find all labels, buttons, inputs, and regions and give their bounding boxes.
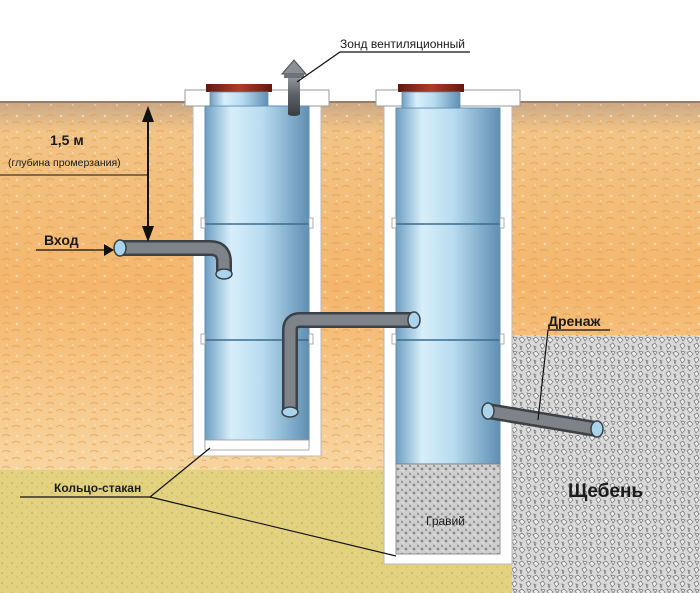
- leader-lines: [20, 51, 610, 557]
- inlet-label: Вход: [44, 232, 79, 248]
- crushed-stone-zone: [512, 335, 700, 593]
- soil-layer: [0, 101, 700, 470]
- depth-note-label: (глубина промерзания): [8, 157, 121, 169]
- hatch-lid-right: [398, 84, 464, 92]
- depth-value-label: 1,5 м: [50, 132, 84, 148]
- filter-well: [375, 84, 521, 565]
- settling-well: [184, 84, 330, 457]
- gravel-bed: [395, 463, 501, 555]
- hatch-lid-left: [206, 84, 272, 92]
- crushed-stone-label: Щебень: [568, 481, 643, 502]
- gravel-label: Гравий: [426, 514, 465, 528]
- drainage-label: Дренаж: [548, 313, 602, 329]
- drainage-pipe: [481, 402, 604, 438]
- vent-probe-label: Зонд вентиляционный: [340, 37, 465, 51]
- ring-cup-label: Кольцо-стакан: [54, 481, 141, 495]
- overflow-pipe: [281, 311, 421, 418]
- vent-pipe: [280, 59, 308, 116]
- sky-area: [0, 0, 700, 102]
- depth-dimension: [0, 106, 154, 242]
- inlet-pipe: [113, 239, 233, 280]
